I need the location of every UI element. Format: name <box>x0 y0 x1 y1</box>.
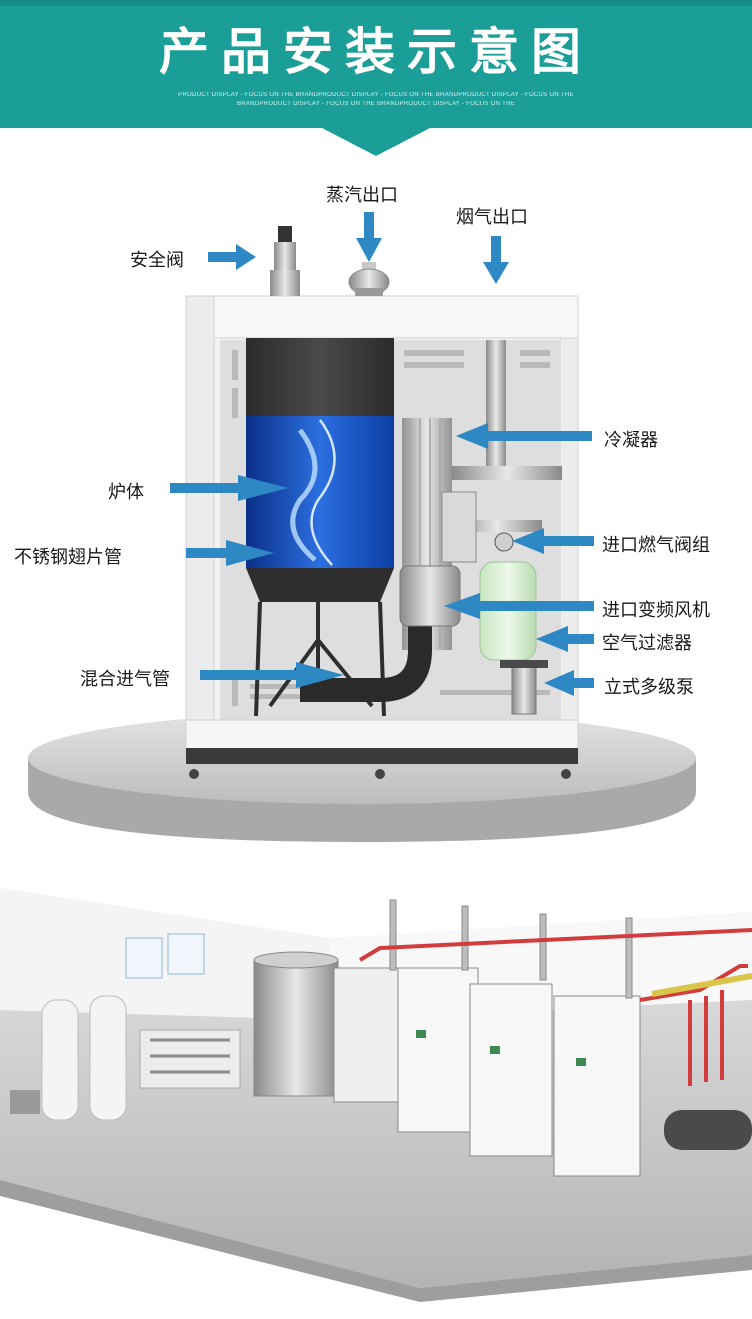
vertical-pump <box>500 660 548 715</box>
safety-valve-fitting <box>270 226 300 296</box>
mixing-pipe <box>300 565 461 702</box>
label-mixing-pipe: 混合进气管 <box>80 669 170 690</box>
label-safety-valve: 安全阀 <box>130 250 184 271</box>
label-stainless-fin-tube: 不锈钢翅片管 <box>14 547 122 568</box>
callout-arrows <box>170 212 594 696</box>
label-steam-outlet: 蒸汽出口 <box>326 185 398 206</box>
label-vfd-fan: 进口变频风机 <box>602 600 710 621</box>
page-title: 产品安装示意图 <box>159 23 593 81</box>
banner-subtitle-1: PRODUCT DISPLAY - FOCUS ON THE BRANDPROD… <box>178 92 574 98</box>
label-flue-gas-outlet: 烟气出口 <box>456 207 528 228</box>
label-air-filter: 空气过滤器 <box>602 633 692 654</box>
steam-outlet-fitting <box>348 262 390 296</box>
header-banner <box>0 0 752 156</box>
installation-scene <box>0 880 752 1319</box>
label-furnace-body: 炉体 <box>108 482 144 503</box>
label-vertical-pump: 立式多级泵 <box>604 677 694 698</box>
label-gas-valve-group: 进口燃气阀组 <box>602 535 710 556</box>
label-condenser: 冷凝器 <box>604 430 658 451</box>
banner-subtitle-2: BRANDPRODUCT DISPLAY - FOCUS ON THE BRAN… <box>236 101 516 107</box>
gas-valve-group <box>441 491 514 563</box>
